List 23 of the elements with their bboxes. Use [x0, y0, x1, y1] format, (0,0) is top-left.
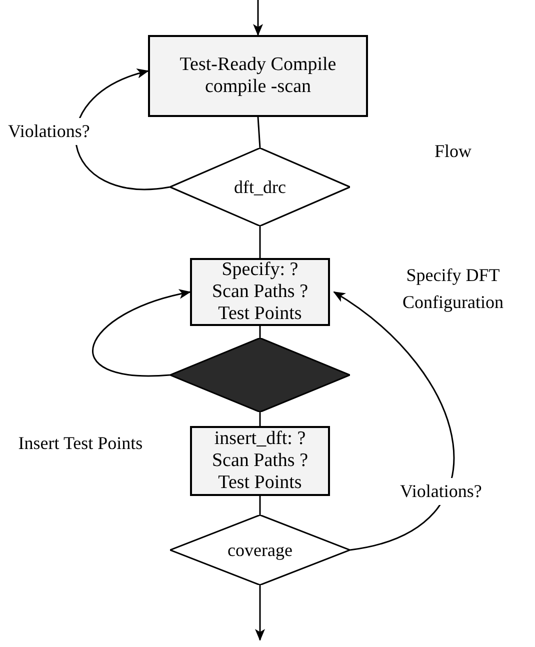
edge-label: Violations?: [6, 118, 92, 145]
process-label: Specify: ?Scan Paths ?Test Points: [210, 259, 310, 325]
process-label: insert_dft: ?Scan Paths ?Test Points: [210, 428, 310, 494]
connector-line: [259, 412, 261, 426]
process-box: [148, 35, 368, 117]
connector-line: [259, 226, 261, 258]
decision-label: dft_drc: [234, 176, 286, 198]
connector-line: [259, 326, 261, 338]
process-box: [190, 426, 330, 496]
annotation-text: Flow: [433, 140, 472, 163]
decision-label: coverage: [228, 538, 292, 562]
arrow: [92, 290, 191, 377]
arrow: [253, 0, 263, 36]
annotation-text: Specify DFT Configuration: [402, 264, 504, 314]
process-box: [190, 258, 330, 326]
process-label: Test-Ready Compile compile -scan: [178, 54, 338, 98]
edge-label: Violations?: [398, 478, 484, 505]
arrow: [333, 291, 454, 551]
connector-line: [259, 496, 261, 515]
arrow: [75, 70, 170, 190]
connector-line: [257, 116, 261, 148]
arrow: [255, 585, 265, 641]
annotation-text: Insert Test Points: [18, 432, 143, 455]
